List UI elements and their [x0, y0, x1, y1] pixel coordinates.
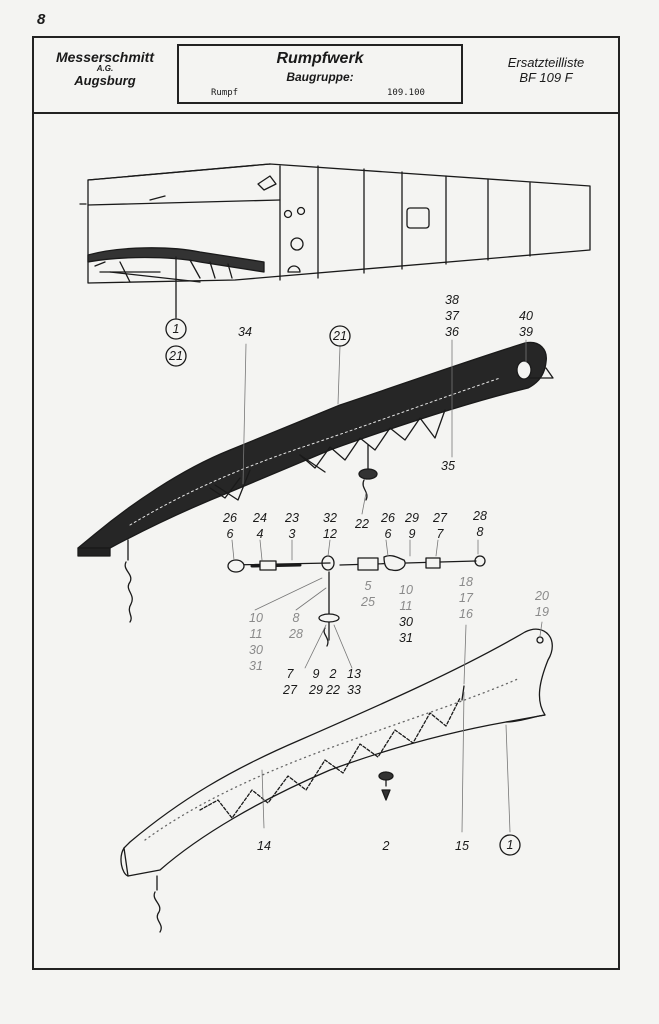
fuselage-overview [79, 163, 591, 319]
callout-label: 20 [534, 589, 549, 603]
callout-label: 9 [313, 667, 320, 681]
manufacturer-suffix: A.G. [96, 64, 114, 74]
leader-lines-bottom [175, 317, 543, 833]
callout-label: 29 [308, 683, 323, 697]
callout-circle-21-mid [329, 325, 351, 347]
callout-label: 5 [365, 579, 372, 593]
callout-label: 11 [250, 627, 263, 641]
callout-label: 28 [288, 627, 303, 641]
callout-label: 21 [168, 349, 183, 363]
leader-lines [231, 339, 527, 669]
callout-label: 4 [257, 527, 264, 541]
assembly-title-box: Rumpfwerk Baugruppe: Rumpf 109.100 [177, 44, 463, 104]
callout-label: 33 [347, 683, 361, 697]
callout-label: 3 [289, 527, 296, 541]
callout-label: 24 [252, 511, 267, 525]
sheet-frame: Messerschmitt A.G. Augsburg Rumpfwerk Ba… [32, 36, 620, 970]
callout-label: 26 [222, 511, 237, 525]
callout-label: 36 [445, 325, 459, 339]
callout-label: 12 [323, 527, 337, 541]
title-block: Messerschmitt A.G. Augsburg Rumpfwerk Ba… [34, 38, 618, 114]
manufacturer-name: Messerschmitt [55, 49, 155, 65]
cable-linkage [227, 554, 486, 647]
callout-label: 14 [257, 839, 271, 853]
callout-label: 11 [400, 599, 413, 613]
part-name: Rumpf [211, 88, 239, 98]
callout-label: 17 [459, 591, 474, 605]
callout-label: 1 [173, 322, 180, 336]
callout-label: 22 [354, 517, 369, 531]
aircraft-type: BF 109 F [519, 69, 573, 85]
callout-label: 27 [432, 511, 448, 525]
callout-label: 30 [399, 615, 413, 629]
callout-label: 23 [284, 511, 299, 525]
callout-label: 1 [507, 838, 514, 852]
callout-label: 8 [477, 525, 484, 539]
callout-label: 6 [385, 527, 392, 541]
manufacturer-block: Messerschmitt A.G. Augsburg [40, 49, 170, 89]
page-number: 8 [37, 11, 46, 28]
callout-label: 7 [437, 527, 445, 541]
group-label: Baugruppe: [286, 70, 354, 84]
callout-label: 28 [472, 509, 487, 523]
callout-label: 15 [455, 839, 469, 853]
callout-label: 35 [441, 459, 455, 473]
callout-label: 31 [249, 659, 263, 673]
callout-label: 2 [382, 839, 390, 853]
callout-label: 37 [445, 309, 460, 323]
callout-label: 22 [325, 683, 340, 697]
callout-label: 2 [329, 667, 337, 681]
rail-assembly-21 [77, 341, 554, 623]
callout-label: 27 [282, 683, 298, 697]
callout-circle-21-top [165, 345, 187, 367]
assembly-title: Rumpfwerk [276, 50, 364, 67]
callout-label: 29 [404, 511, 419, 525]
callout-circle-1-top [165, 318, 187, 340]
catalog-block: Ersatzteilliste BF 109 F [476, 55, 616, 86]
callout-label: 25 [360, 595, 375, 609]
callout-label: 21 [332, 329, 347, 343]
callout-label: 13 [347, 667, 361, 681]
callout-label: 8 [293, 611, 300, 625]
callout-label: 16 [459, 607, 473, 621]
manufacturer-city: Augsburg [74, 73, 136, 89]
callout-label: 31 [399, 631, 413, 645]
callout-label: 6 [227, 527, 234, 541]
callout-label: 18 [459, 575, 473, 589]
fairing-assembly-1 [120, 628, 553, 933]
callout-label: 26 [380, 511, 395, 525]
callout-label: 10 [249, 611, 263, 625]
callout-label: 34 [238, 325, 252, 339]
callout-labels: 1 21 34 21 38 37 36 40 39 35 22 26 6 24 … [168, 293, 549, 853]
callout-label: 30 [249, 643, 263, 657]
callout-label: 7 [287, 667, 295, 681]
catalog-title: Ersatzteilliste [507, 55, 585, 70]
callout-label: 40 [519, 309, 533, 323]
callout-label: 38 [445, 293, 459, 307]
callout-label: 9 [409, 527, 416, 541]
callout-circle-1-bottom [499, 834, 521, 856]
callout-label: 32 [323, 511, 337, 525]
part-number: 109.100 [387, 88, 425, 98]
callout-label: 19 [535, 605, 549, 619]
callout-label: 39 [519, 325, 533, 339]
callout-label: 10 [399, 583, 413, 597]
